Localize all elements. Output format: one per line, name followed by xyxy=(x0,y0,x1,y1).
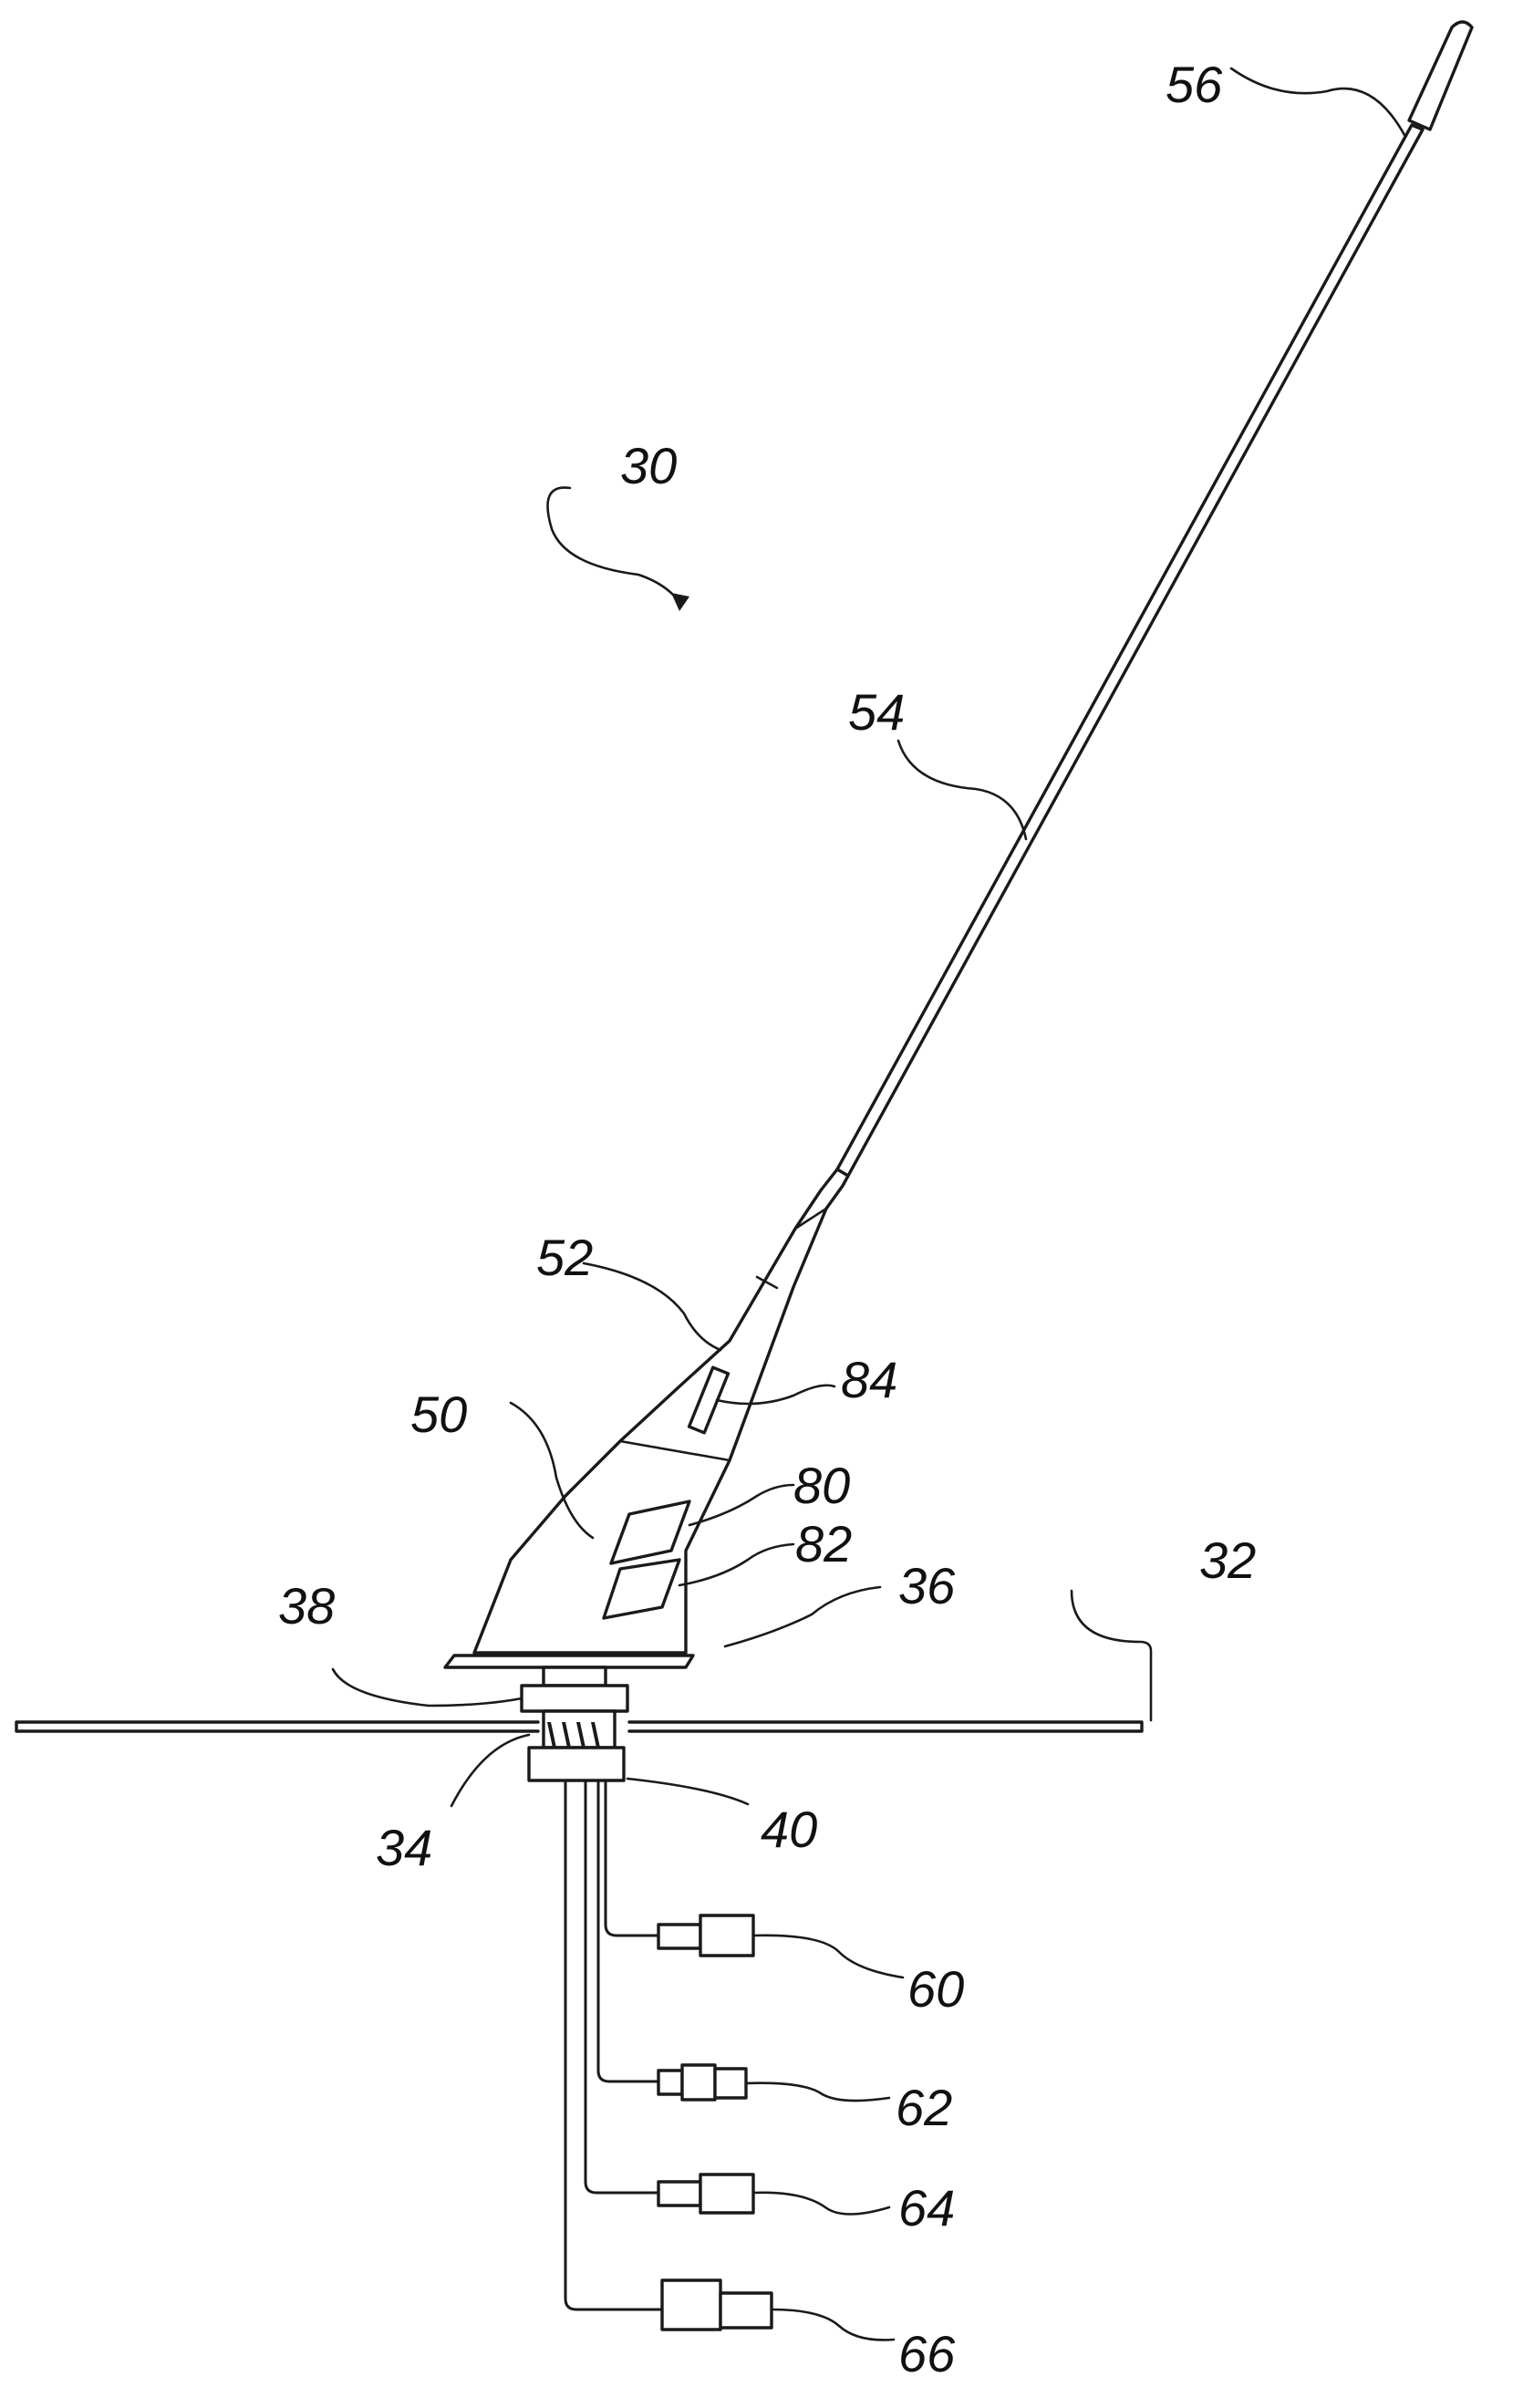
connector-62 xyxy=(658,2065,746,2100)
label-30: 30 xyxy=(620,437,677,494)
connector-64 xyxy=(658,2174,753,2213)
label-60: 60 xyxy=(907,1960,964,2018)
leader-lines xyxy=(333,68,1404,2340)
cable-bundle xyxy=(565,1780,662,2309)
mast-rod xyxy=(837,125,1423,1176)
label-64: 64 xyxy=(898,2179,955,2237)
connector-60 xyxy=(658,1915,753,1956)
label-80: 80 xyxy=(793,1457,850,1514)
label-40: 40 xyxy=(761,1801,817,1858)
mast-tip xyxy=(1409,22,1472,130)
label-34: 34 xyxy=(376,1819,432,1876)
label-32: 32 xyxy=(1199,1531,1256,1589)
label-50: 50 xyxy=(410,1386,467,1443)
label-82: 82 xyxy=(795,1515,852,1572)
mount-stack xyxy=(522,1667,627,1780)
connector-66 xyxy=(662,2280,772,2330)
label-52: 52 xyxy=(536,1229,593,1286)
label-84: 84 xyxy=(841,1351,897,1408)
label-56: 56 xyxy=(1166,56,1223,113)
label-36: 36 xyxy=(898,1557,956,1614)
base-plate xyxy=(445,1656,693,1667)
label-62: 62 xyxy=(896,2079,952,2136)
label-66: 66 xyxy=(898,2325,956,2382)
label-38: 38 xyxy=(278,1577,335,1635)
label-54: 54 xyxy=(848,683,905,741)
